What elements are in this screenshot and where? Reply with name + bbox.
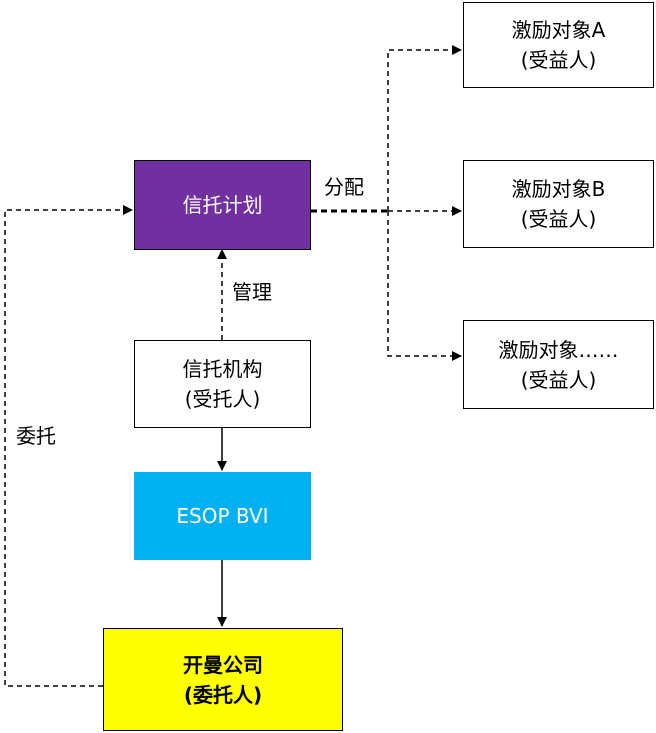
trustee-node: 信托机构 (受托人) [134, 340, 311, 428]
target-more-node: 激励对象…… (受益人) [463, 320, 654, 409]
company-line-2: (委托人) [183, 682, 263, 707]
esop-bvi-node: ESOP BVI [134, 472, 311, 560]
allocate-label: 分配 [324, 175, 364, 199]
target-b-line-2: (受益人) [520, 207, 597, 231]
manage-label: 管理 [232, 280, 272, 304]
company-line-1: 开曼公司 [183, 652, 263, 677]
trust-plan-line-1: 信托计划 [182, 193, 263, 217]
trustee-line-1: 信托机构 [182, 357, 263, 381]
target-a-line-2: (受益人) [520, 48, 597, 72]
target-b-node: 激励对象B (受益人) [463, 160, 654, 248]
allocate-branch-a [387, 45, 462, 211]
esop-bvi-line-1: ESOP BVI [176, 504, 269, 528]
entrust-connector [4, 205, 133, 687]
target-more-line-2: (受益人) [520, 367, 597, 392]
target-a-line-1: 激励对象A [511, 18, 606, 42]
allocate-branch-more [387, 211, 462, 361]
trustee-line-2: (受托人) [184, 387, 261, 411]
target-more-line-1: 激励对象…… [498, 337, 619, 362]
entrust-label: 委托 [16, 424, 56, 448]
company-node: 开曼公司 (委托人) [103, 628, 343, 731]
target-a-node: 激励对象A (受益人) [463, 2, 654, 88]
trust-plan-node: 信托计划 [134, 160, 311, 250]
target-b-line-1: 激励对象B [511, 177, 606, 201]
